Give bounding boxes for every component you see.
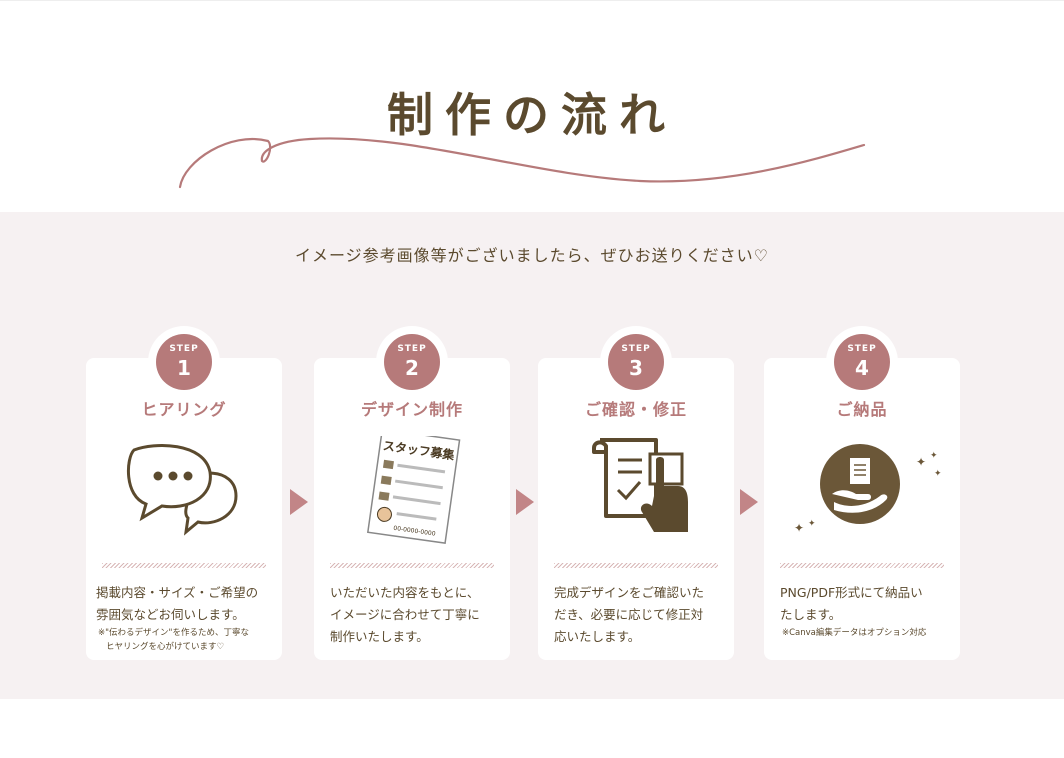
step-note: ※"伝わるデザイン"を作るため、丁寧な ヒヤリングを心がけています♡	[98, 628, 249, 652]
next-arrow-icon	[516, 489, 534, 515]
divider	[554, 563, 718, 568]
step-badge-ring: STEP 3	[600, 326, 672, 398]
step-card-2: STEP 2 デザイン制作 スタッフ募集 00-0000-0000 いただいた内…	[314, 326, 510, 660]
step-card-3: STEP 3 ご確認・修正 完成デザインをご確認いた だき、必要に応じて修正対 …	[538, 326, 734, 660]
svg-text:✦: ✦	[794, 521, 804, 535]
step-description: 完成デザインをご確認いた だき、必要に応じて修正対 応いたします。	[554, 585, 705, 644]
step-number: 3	[629, 356, 643, 380]
step-title: ヒアリング	[141, 400, 227, 419]
step-number: 1	[177, 356, 191, 380]
step-badge-ring: STEP 1	[148, 326, 220, 398]
divider	[330, 563, 494, 568]
step-badge: STEP 3	[608, 334, 664, 390]
step-badge-ring: STEP 4	[826, 326, 898, 398]
header-section: 制作の流れ	[0, 0, 1064, 212]
divider	[780, 563, 944, 568]
step-number: 4	[855, 356, 869, 380]
step-card-4: STEP 4 ご納品 ✦ ✦ ✦ ✦ ✦ PNG/PDF形式にて納品い たします…	[764, 326, 960, 660]
next-arrow-icon	[740, 489, 758, 515]
step-card-1: STEP 1 ヒアリング 掲載内容・サイズ・ご希望の 雰囲気などお伺いします。 …	[86, 326, 282, 660]
step-number: 2	[405, 356, 419, 380]
step-description: 掲載内容・サイズ・ご希望の 雰囲気などお伺いします。	[96, 585, 259, 622]
next-arrow-icon	[290, 489, 308, 515]
svg-text:✦: ✦	[808, 519, 816, 529]
step-title: デザイン制作	[360, 400, 463, 419]
step-description: PNG/PDF形式にて納品い たします。	[780, 585, 923, 622]
page-title: 制作の流れ	[387, 88, 677, 142]
step-note: ※Canva編集データはオプション対応	[782, 628, 927, 638]
step-title: ご確認・修正	[584, 400, 687, 419]
divider	[102, 563, 266, 568]
svg-text:✦: ✦	[934, 469, 942, 479]
delivery-hand-icon: ✦ ✦ ✦ ✦ ✦	[794, 444, 942, 535]
step-badge: STEP 4	[834, 334, 890, 390]
lead-text: イメージ参考画像等がございましたら、ぜひお送りください♡	[294, 246, 770, 265]
svg-text:✦: ✦	[916, 455, 926, 469]
svg-text:✦: ✦	[930, 451, 938, 461]
chat-bubbles-icon	[126, 444, 238, 536]
step-description: いただいた内容をもとに、 イメージに合わせて丁寧に 制作いたします。	[330, 585, 480, 644]
decorative-swoosh	[178, 137, 866, 189]
document-check-touch-icon	[592, 438, 688, 532]
step-badge: STEP 1	[156, 334, 212, 390]
flyer-icon: スタッフ募集 00-0000-0000	[366, 428, 461, 544]
step-badge-ring: STEP 2	[376, 326, 448, 398]
step-badge: STEP 2	[384, 334, 440, 390]
step-title: ご納品	[836, 400, 888, 419]
